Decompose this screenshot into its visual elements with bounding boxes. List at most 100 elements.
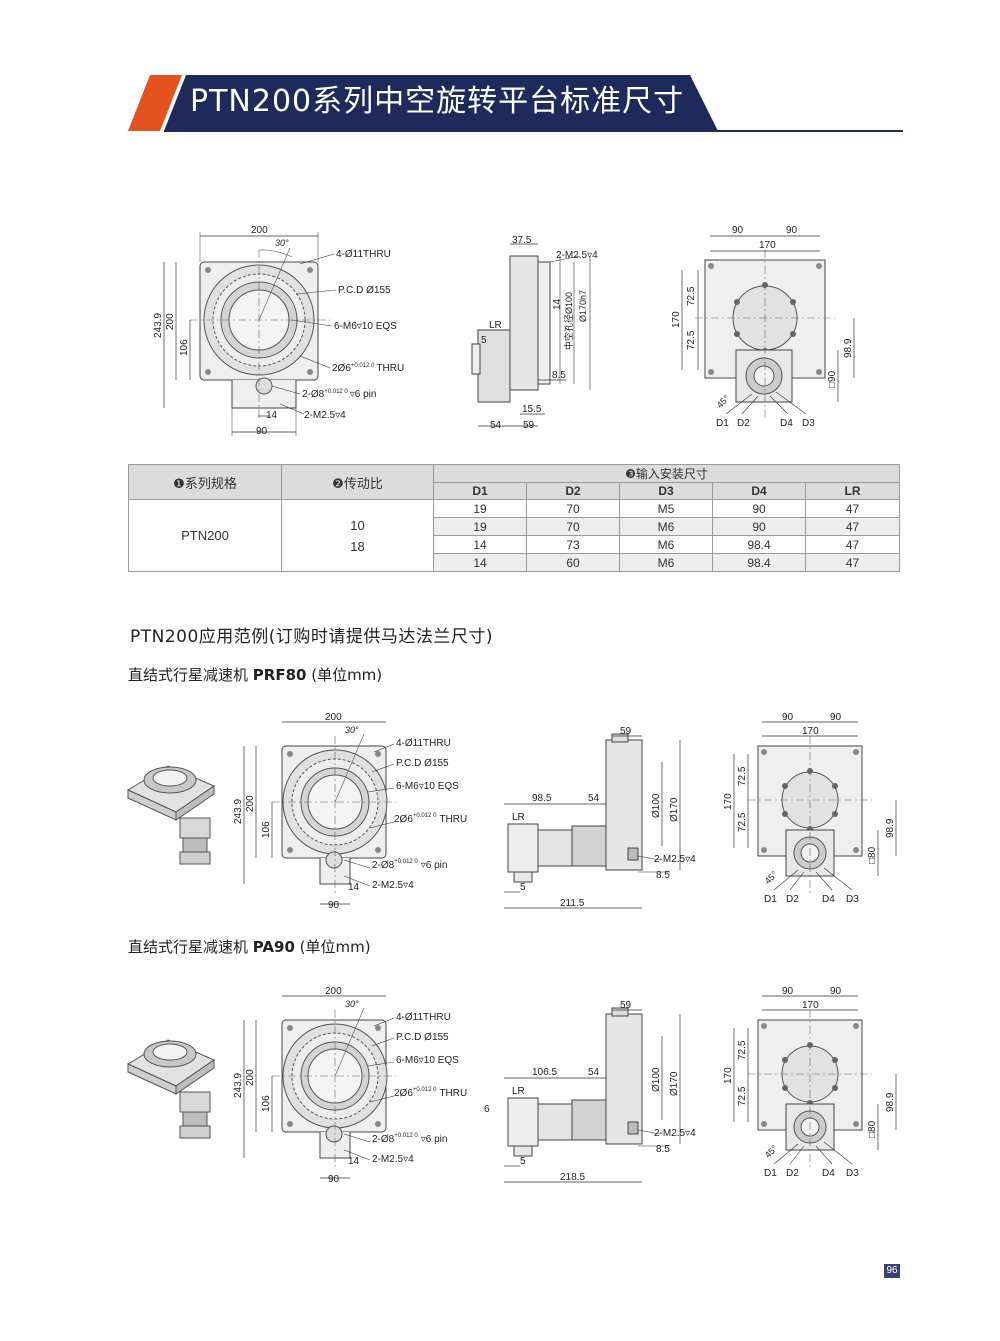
side-dim-5: 5	[520, 882, 526, 893]
front-h-body: 200	[245, 1069, 256, 1086]
side-dim-8-5: 8.5	[656, 1144, 670, 1155]
drawing-line	[513, 871, 533, 883]
dim-w-14: 14	[266, 410, 278, 421]
col-install-header: ❸输入安装尺寸	[433, 464, 900, 483]
drawing-line	[325, 1125, 343, 1143]
front-angle: 30°	[345, 999, 359, 1009]
front-dim-width: 200	[325, 712, 342, 723]
callout-pcd: P.C.D Ø155	[338, 285, 391, 296]
drawing-line	[175, 785, 215, 821]
back-dim-sq: □80	[867, 846, 878, 864]
drawing-line	[287, 751, 293, 757]
drawing-line	[789, 871, 805, 891]
front-view: 200 30° 4-Ø11THRU P.C.D Ø155 6-M6▿10 EQS…	[153, 225, 404, 437]
drawing-line	[611, 733, 629, 743]
drawing-line: +0.012 0	[413, 813, 437, 819]
drawing-line	[152, 1043, 188, 1061]
drawing-line	[369, 1095, 395, 1103]
back-dim-72-5a: 72.5	[737, 1040, 748, 1060]
back-d2: D2	[786, 894, 799, 905]
page-title: PTN200系列中空旋转平台标准尺寸	[190, 84, 685, 119]
header-orange-tab	[128, 75, 182, 131]
drawing-line	[373, 1017, 395, 1027]
drawing-line	[334, 733, 365, 803]
back-dim-90a: 90	[782, 986, 794, 997]
back-dim-72-5b: 72.5	[686, 330, 697, 350]
drawing-line	[832, 811, 838, 817]
front-eqs: 6-M6▿10 EQS	[396, 1055, 459, 1066]
dim-h-body: 200	[165, 313, 176, 330]
drawing-line	[761, 847, 767, 853]
cell: 47	[805, 553, 900, 572]
drawing-line	[325, 851, 343, 869]
drawing-line	[371, 763, 395, 773]
drawing-line	[369, 821, 395, 829]
side-d-100: Ø100	[651, 1067, 662, 1092]
back-angle: 45°	[763, 869, 780, 886]
drawing-line	[782, 783, 788, 789]
drawing-line	[761, 1023, 767, 1029]
callout-thread: 2-M2.5▿4	[304, 410, 346, 421]
cell: 70	[526, 517, 620, 536]
front-h-total: 243.9	[233, 799, 244, 824]
header-banner	[128, 75, 903, 132]
drawing-line	[815, 871, 833, 891]
sub-header-lr: LR	[805, 482, 900, 500]
cell: M6	[619, 517, 713, 536]
drawing-line	[375, 1025, 381, 1031]
cell: 14	[433, 553, 527, 572]
back-d3: D3	[846, 1168, 859, 1179]
drawing-line	[182, 1111, 208, 1127]
drawing-line	[507, 823, 539, 873]
side-dim-8-5: 8.5	[656, 870, 670, 881]
drawing-line	[853, 749, 859, 755]
table-row: 19 70 M6 90 47	[129, 517, 900, 536]
drawing-line	[832, 1085, 838, 1091]
drawing-line	[535, 829, 573, 867]
front-pcd: P.C.D Ø155	[396, 1032, 449, 1043]
front-w-90: 90	[328, 1174, 340, 1185]
sub-header-d2: D2	[526, 482, 620, 500]
iso-view	[126, 1039, 216, 1139]
drawing-line	[334, 1007, 365, 1077]
side-lr: LR	[489, 320, 502, 331]
drawing-line: ▿6 pin	[421, 860, 448, 871]
side-thread: 2-M2.5▿4	[654, 1128, 696, 1139]
front-w-90: 90	[328, 900, 340, 911]
cell: 98.4	[712, 553, 806, 572]
callout-pin-b: 2-Ø8+0.012 0▿6 pin	[302, 389, 376, 400]
side-dim-offset: 106.5	[532, 1067, 557, 1078]
drawing-line	[627, 847, 639, 861]
drawing-line	[343, 859, 371, 869]
page-number: 96	[884, 1264, 900, 1278]
dim-h-total: 243.9	[153, 313, 164, 338]
cell: 70	[526, 499, 620, 518]
front-pin-b: 2-Ø8+0.012 0▿6 pin	[372, 1133, 447, 1145]
back-dim-98-9: 98.9	[843, 338, 854, 358]
cell: 73	[526, 535, 620, 554]
back-d4: D4	[780, 418, 793, 429]
back-dim-170h: 170	[723, 793, 734, 810]
side-h7: h7	[578, 290, 588, 300]
top-drawings-svg: 200 30° 4-Ø11THRU P.C.D Ø155 6-M6▿10 EQS…	[153, 225, 855, 437]
drawing-line	[832, 1057, 838, 1063]
cell: 14	[433, 535, 527, 554]
side-lr: LR	[512, 1086, 525, 1097]
back-d1: D1	[716, 418, 729, 429]
sub-header-d1: D1	[433, 482, 527, 500]
front-pin-b: 2-Ø8+0.012 0▿6 pin	[372, 859, 447, 871]
drawing-line: THRU	[439, 1088, 467, 1099]
back-d3: D3	[802, 418, 815, 429]
ratio-a: 10	[350, 517, 365, 533]
front-h-center: 106	[261, 821, 272, 838]
drawing-line	[507, 1097, 539, 1147]
drawing-line: ▿6 pin	[421, 1134, 448, 1145]
sub-header-d4: D4	[712, 482, 806, 500]
ratio-b: 18	[350, 538, 365, 554]
